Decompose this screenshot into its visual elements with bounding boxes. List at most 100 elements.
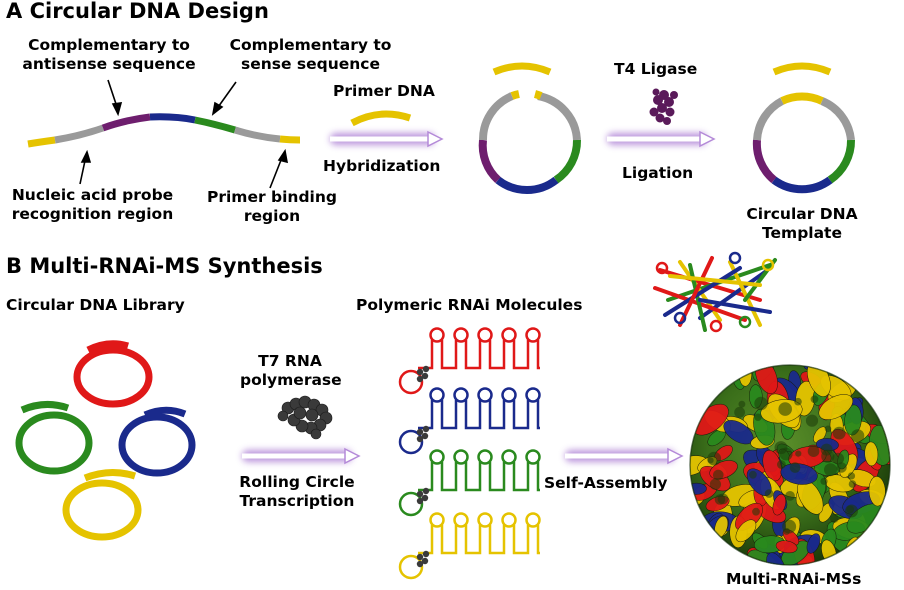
label-multi-rnai-ms: Multi-RNAi-MSs	[726, 570, 862, 588]
polymerase-on-ring	[416, 365, 430, 383]
label-antisense-line2: antisense sequence	[22, 55, 196, 73]
label-primer-binding-line1: Primer binding	[206, 188, 337, 206]
tangle-strand	[698, 270, 767, 320]
particle-shadow	[777, 460, 786, 469]
tangle-loop	[655, 261, 669, 275]
label-t7-polymerase: T7 RNA polymerase	[240, 352, 342, 390]
multi-rnai-ms-particle	[689, 364, 891, 566]
pointer-arrows	[79, 79, 289, 189]
rnai-molecule-yellow	[398, 512, 541, 580]
polymerase-on-ring	[416, 550, 430, 568]
hairpin-loop	[477, 327, 493, 343]
rnai-template-ring	[398, 491, 424, 517]
particle-shadow	[824, 463, 837, 477]
rnai-strand	[418, 340, 540, 370]
label-template-line2: Template	[762, 224, 842, 242]
hairpin-loop	[477, 512, 493, 528]
particle-shadow	[709, 478, 722, 490]
t7-polymerase-enzyme	[277, 395, 333, 440]
library-green-ring	[15, 411, 93, 475]
library-red-ring	[73, 346, 153, 408]
hairpin-loop	[429, 512, 445, 528]
strand-probe-region	[54, 124, 105, 144]
label-rolling-circle: Rolling Circle Transcription	[222, 473, 372, 511]
particle-petal	[864, 441, 879, 467]
rolling-circle-arrow	[242, 447, 361, 465]
particle-shadow	[832, 452, 844, 465]
tangle-loop	[709, 319, 723, 333]
linear-dna-strand	[27, 113, 301, 148]
particle-petal	[868, 476, 886, 507]
panel-b-title: Multi-RNAi-MS Synthesis	[29, 254, 323, 278]
particle-shadow	[754, 413, 762, 421]
particle-shadow	[832, 426, 846, 440]
particle-shadow	[836, 462, 847, 473]
polymerase-on-ring	[416, 487, 430, 505]
label-polymeric-rnai: Polymeric RNAi Molecules	[356, 296, 583, 314]
label-ligation: Ligation	[622, 164, 694, 182]
particle-shadow	[734, 406, 745, 418]
particle-shadow	[820, 477, 828, 485]
label-template-line1: Circular DNA	[746, 205, 858, 223]
label-hybridization: Hybridization	[323, 157, 441, 175]
panel-a-heading: A Circular DNA Design	[6, 0, 269, 23]
polymerase-on-ring	[416, 425, 430, 443]
tangle-strand	[678, 256, 714, 327]
hairpin-loop	[429, 449, 445, 465]
particle-shadow	[764, 489, 774, 498]
panel-b-heading: B Multi-RNAi-MS Synthesis	[6, 254, 323, 278]
label-primer-binding-line2: region	[243, 207, 301, 225]
panel-b-letter: B	[6, 254, 23, 278]
ligation-arrow	[607, 130, 716, 148]
hairpin-loop	[501, 327, 517, 343]
particle-shadow	[795, 450, 802, 457]
particle-shadow	[707, 457, 714, 464]
particle-shadow	[779, 447, 793, 461]
particle-shadow	[738, 400, 746, 408]
polymeric-rnai-molecules	[398, 327, 541, 580]
particle-petal	[775, 540, 798, 554]
library-red-primer	[86, 340, 130, 354]
tangled-rnai-strands	[653, 251, 777, 333]
label-circular-library: Circular DNA Library	[6, 296, 185, 314]
label-t7-line1: T7 RNA	[258, 352, 322, 370]
particle-shadow	[713, 469, 724, 481]
tangle-loop	[728, 251, 742, 265]
label-probe-line1: Nucleic acid probe	[11, 186, 174, 204]
strand-sense-region	[194, 116, 237, 134]
hairpin-loop	[477, 387, 493, 403]
self-assembly-arrow	[565, 447, 684, 465]
particle-shadow	[805, 414, 819, 427]
label-rct-line1: Rolling Circle	[239, 473, 355, 491]
rnai-molecule-red	[398, 327, 541, 395]
hairpin-loop	[453, 512, 469, 528]
particle-petal	[806, 533, 821, 554]
strand-primer-binding	[279, 135, 301, 144]
rnai-template-ring	[398, 429, 424, 455]
particle-petal	[772, 494, 787, 516]
label-self-assembly: Self-Assembly	[544, 474, 668, 492]
label-rct-line2: Transcription	[239, 492, 355, 510]
tangle-strand	[698, 298, 772, 314]
hairpin-loop	[501, 387, 517, 403]
label-sense-line2: sense sequence	[240, 55, 381, 73]
hairpin-loop	[525, 387, 541, 403]
tangle-loop	[738, 315, 752, 329]
particle-shadow	[749, 470, 757, 479]
hairpin-loop	[525, 327, 541, 343]
particle-shadow	[714, 494, 726, 505]
primer-on-ring	[492, 62, 552, 76]
tangle-loop	[673, 311, 687, 325]
rnai-molecule-green	[398, 449, 541, 517]
label-primer-dna: Primer DNA	[333, 82, 435, 100]
open-circular-dna	[478, 90, 582, 194]
label-probe-line2: recognition region	[11, 205, 174, 223]
tangle-strand	[688, 263, 707, 332]
particle-shadow	[810, 395, 819, 404]
label-probe-region: Nucleic acid probe recognition region	[0, 186, 185, 224]
particle-petal	[766, 552, 786, 565]
particle-shadow	[782, 519, 797, 534]
particle-shadow	[778, 402, 792, 416]
particle-shadow	[820, 443, 833, 456]
